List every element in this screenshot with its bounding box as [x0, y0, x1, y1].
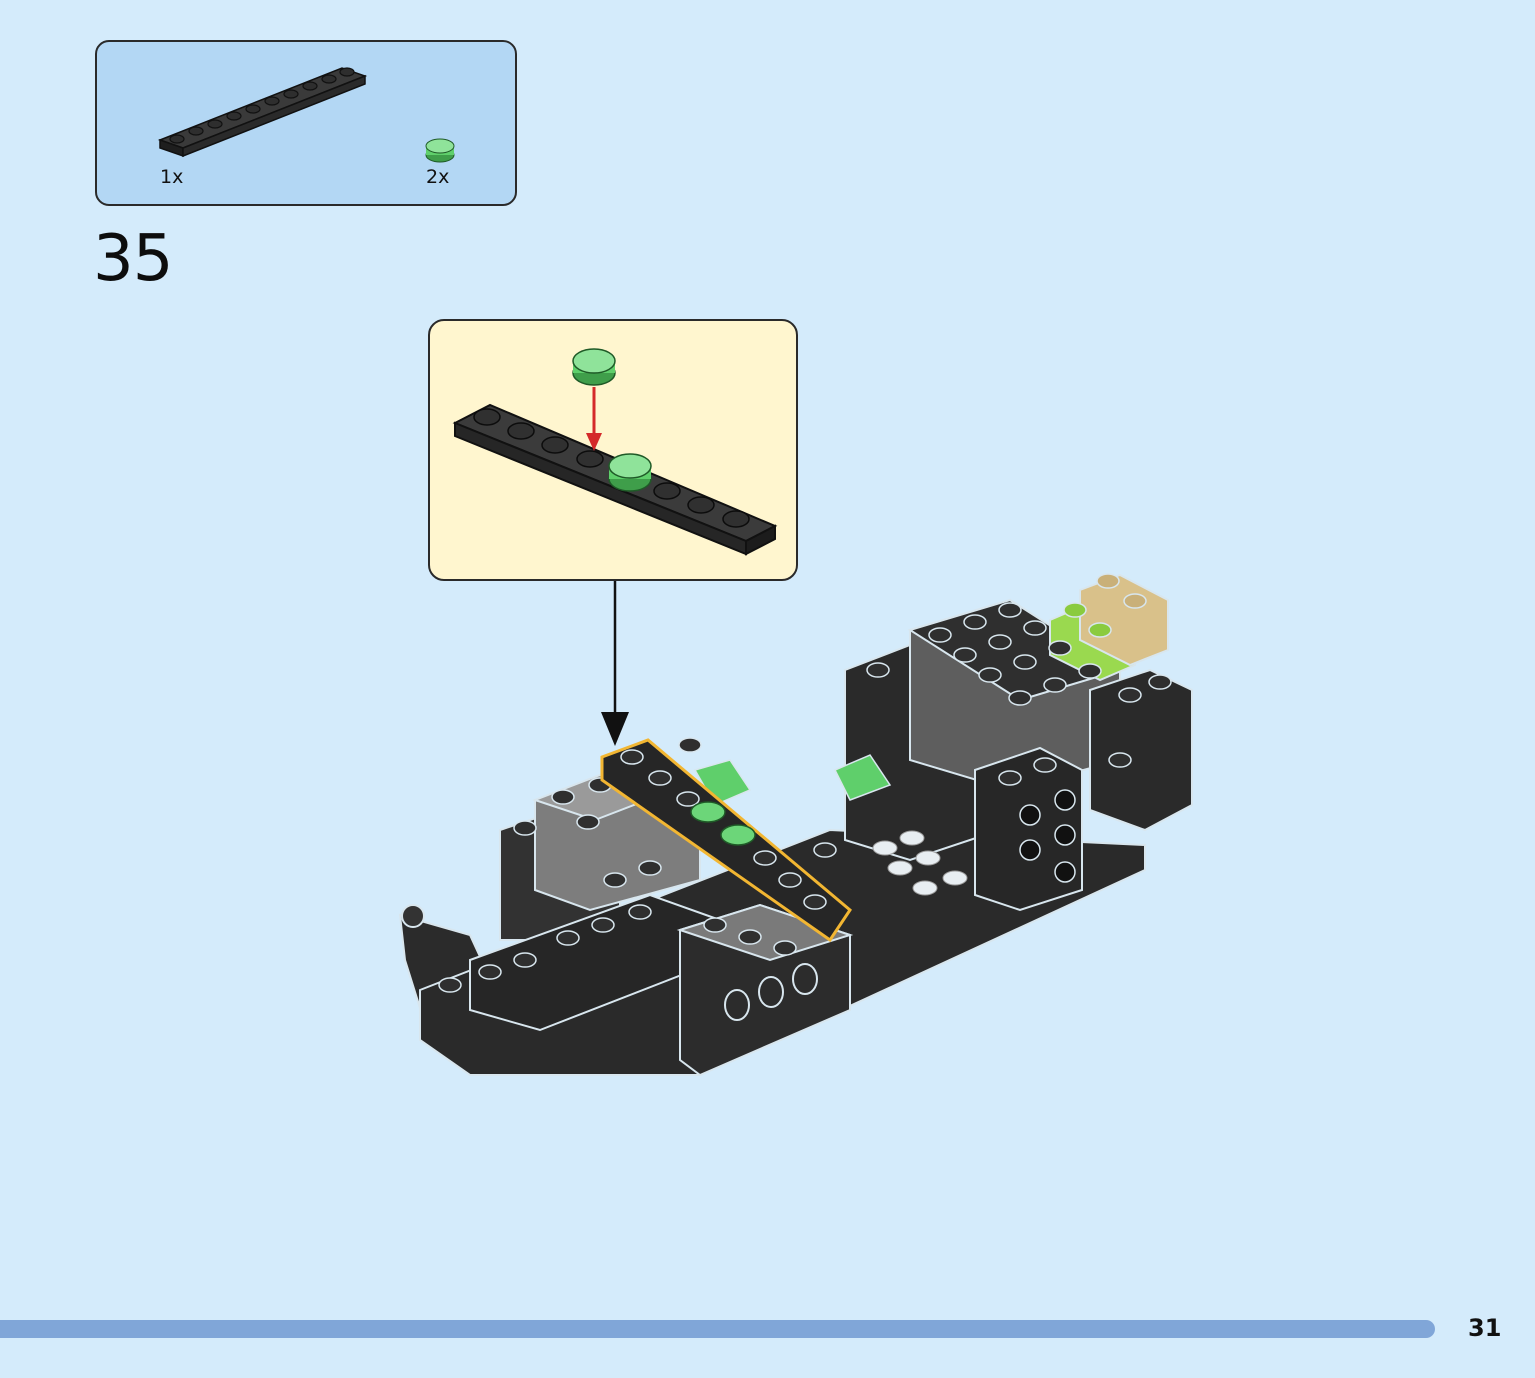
front-brick-stack — [469, 893, 854, 1077]
green-round-tile-part-icon — [425, 138, 455, 163]
green-tile-placed — [608, 453, 652, 492]
footer-progress-bar — [0, 1320, 1435, 1338]
chassis-studs — [438, 602, 1172, 993]
part-qty-1: 1x — [160, 166, 184, 188]
subassembly-callout-box — [428, 319, 798, 581]
lime-tan-bricks — [1049, 573, 1169, 682]
rear-raised-block — [844, 598, 1193, 912]
green-wedge-pieces — [693, 754, 892, 806]
lime-tan-studs — [1063, 573, 1147, 638]
step-number: 35 — [93, 222, 173, 296]
highlighted-new-plate — [600, 738, 852, 943]
placed-green-tiles — [690, 801, 756, 846]
part-qty-2: 2x — [426, 166, 450, 188]
white-round-plates — [872, 830, 968, 896]
green-tile-floating — [572, 348, 616, 386]
connector-arrow-icon — [601, 581, 629, 746]
black-plate-part-icon — [157, 67, 368, 158]
subassembly-illustration — [452, 348, 778, 556]
parts-list-box: 1x 2x — [95, 40, 517, 206]
page-number: 31 — [1468, 1314, 1502, 1342]
parts-list-illustration — [157, 67, 455, 163]
red-placement-arrow-icon — [586, 387, 602, 451]
